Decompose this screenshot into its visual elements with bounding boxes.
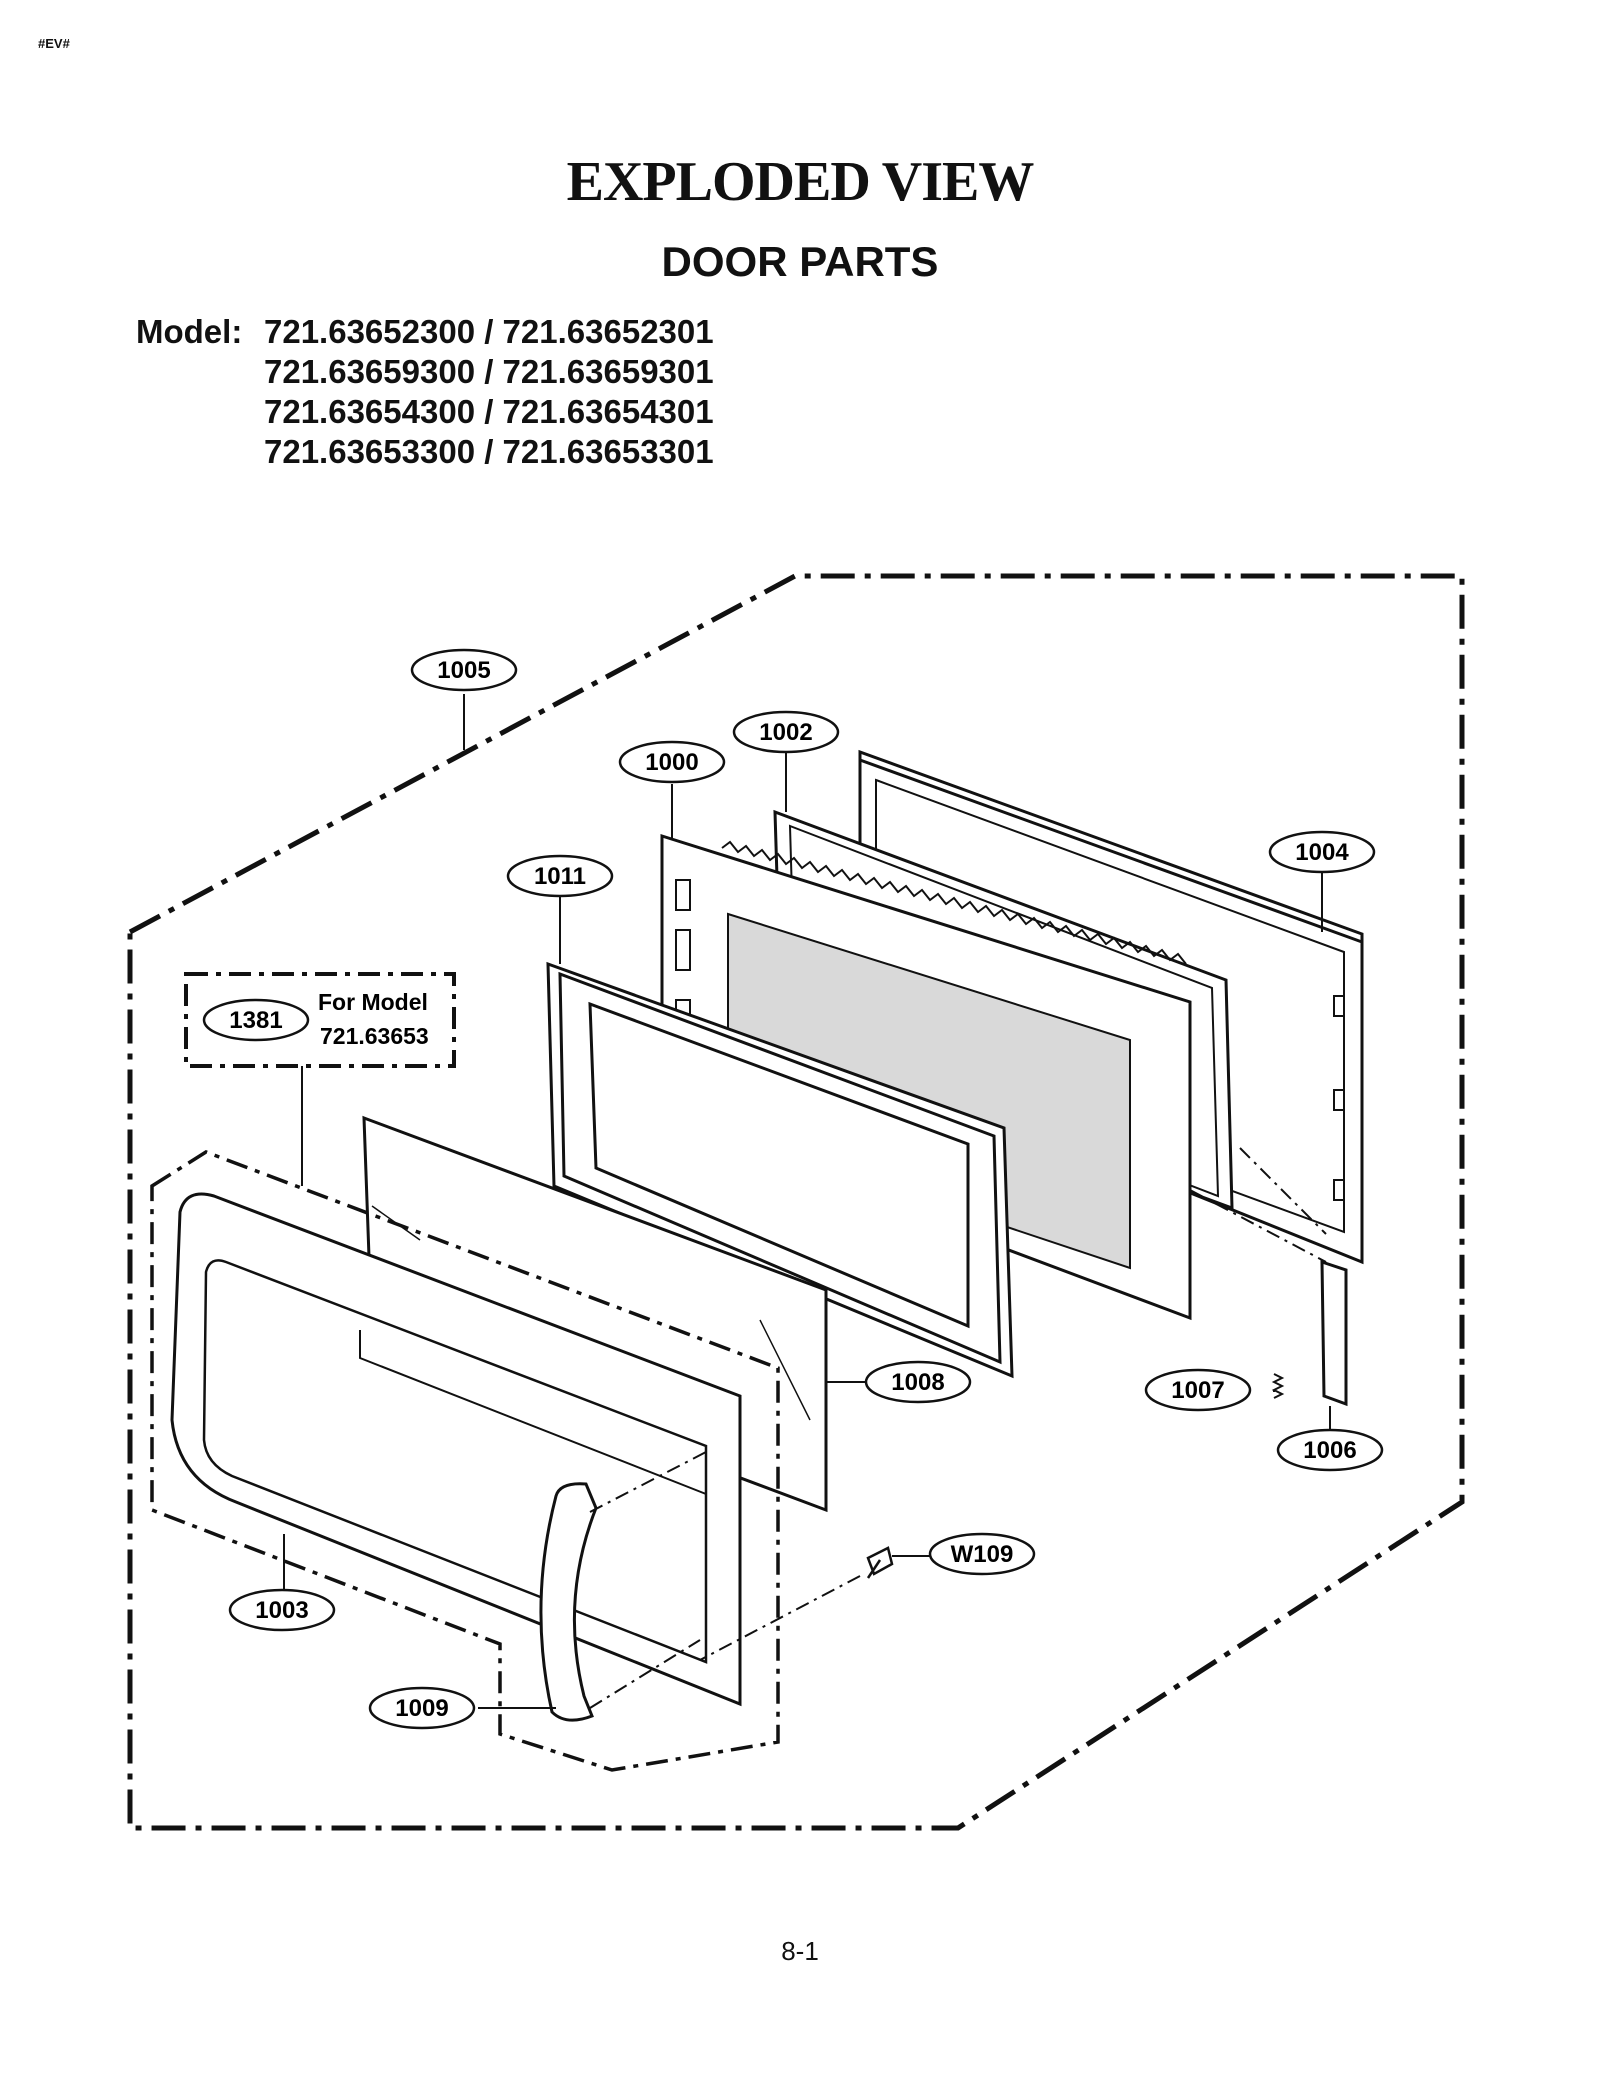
page-number: 8-1	[781, 1936, 819, 1966]
callout-1011: 1011	[506, 854, 614, 898]
svg-text:W109: W109	[951, 1541, 1014, 1568]
callout-1000: 1000	[618, 740, 726, 784]
svg-text:1007: 1007	[1171, 1377, 1224, 1404]
model-row: 721.63659300 / 721.63659301	[136, 352, 714, 392]
svg-text:1002: 1002	[759, 719, 812, 746]
option-note-line1: For Model	[318, 989, 428, 1015]
svg-text:1009: 1009	[395, 1695, 448, 1722]
callout-1004: 1004	[1268, 830, 1376, 874]
svg-text:1005: 1005	[437, 657, 490, 684]
svg-text:1006: 1006	[1303, 1437, 1356, 1464]
door-assembly-boundary	[150, 1150, 780, 1772]
leader-lines	[283, 694, 1331, 1709]
door-handle-1009	[539, 1482, 598, 1722]
svg-text:1381: 1381	[229, 1007, 282, 1034]
option-box-1381	[184, 972, 456, 1068]
assembly-guide-lines	[589, 1147, 1327, 1709]
door-panel-1003	[170, 1192, 742, 1707]
model-label: Model:	[136, 313, 243, 350]
callout-1003: 1003	[228, 1588, 336, 1632]
model-row: 721.63653300 / 721.63653301	[136, 432, 714, 472]
svg-text:1008: 1008	[891, 1369, 944, 1396]
svg-text:1011: 1011	[534, 863, 586, 890]
spring-1007	[1271, 1373, 1285, 1399]
svg-text:1000: 1000	[645, 749, 698, 776]
model-list: Model: 721.63652300 / 721.63652301 721.63…	[136, 312, 714, 472]
page-title: EXPLODED VIEW	[566, 151, 1035, 213]
svg-text:1004: 1004	[1295, 839, 1349, 866]
model-row: 721.63654300 / 721.63654301	[136, 392, 714, 432]
option-note-line2: 721.63653	[320, 1023, 429, 1049]
callouts: 1005 1002 1000 1004 1011 1381 1008 1007	[202, 648, 1384, 1730]
model-numbers: 721.63654300 / 721.63654301	[264, 393, 714, 430]
page-subtitle: DOOR PARTS	[661, 238, 939, 285]
callout-1007: 1007	[1144, 1368, 1252, 1412]
document-tag: #EV#	[38, 36, 70, 51]
door-inner-1000	[660, 833, 1192, 1321]
model-numbers: 721.63652300 / 721.63652301	[264, 313, 714, 350]
callout-1002: 1002	[732, 710, 840, 754]
callout-1381: 1381	[202, 998, 310, 1042]
model-numbers: 721.63659300 / 721.63659301	[264, 353, 714, 390]
latch-1006	[1320, 1259, 1348, 1407]
model-row: Model: 721.63652300 / 721.63652301	[136, 312, 714, 352]
svg-text:1003: 1003	[255, 1597, 308, 1624]
callout-1008: 1008	[864, 1360, 972, 1404]
screw-w109	[866, 1546, 894, 1579]
callout-1009: 1009	[368, 1686, 476, 1730]
callout-1006: 1006	[1276, 1428, 1384, 1472]
assembly-boundary	[127, 573, 1465, 1831]
callout-1005: 1005	[410, 648, 518, 692]
callout-w109: W109	[928, 1532, 1036, 1576]
model-numbers: 721.63653300 / 721.63653301	[264, 433, 714, 470]
door-frame-1011	[546, 961, 1014, 1379]
